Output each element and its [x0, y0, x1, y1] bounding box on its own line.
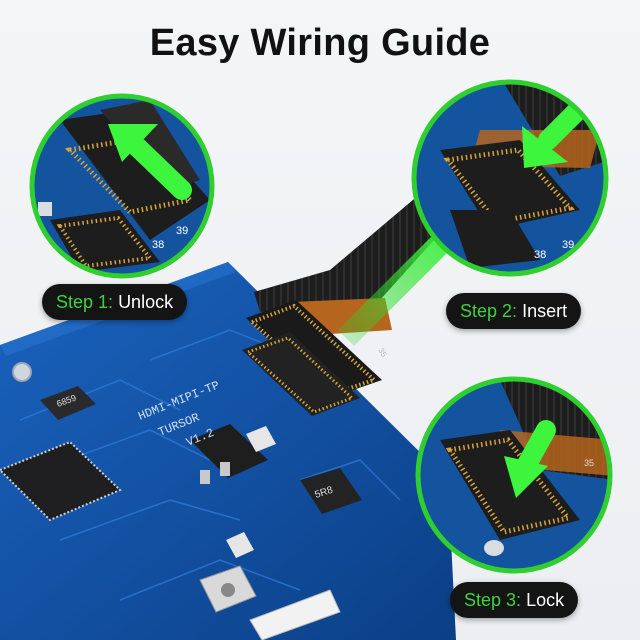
- svg-text:39: 39: [562, 239, 574, 251]
- step-2-label: Step 2: Insert: [446, 293, 582, 329]
- inductor: [300, 468, 362, 514]
- lock-arrow: [504, 456, 548, 498]
- zoom-circle-unlock: 38 39: [29, 93, 215, 279]
- svg-text:39: 39: [176, 225, 188, 237]
- step-1-number: Step 1:: [56, 292, 114, 312]
- fpc-connector: [242, 300, 382, 416]
- svg-text:38: 38: [534, 249, 546, 261]
- ic-6859: [40, 386, 96, 420]
- step-2-action: Insert: [522, 301, 568, 321]
- insert-arrow: [522, 126, 568, 168]
- step-1-action: Unlock: [118, 292, 174, 312]
- step-3-label: Step 3: Lock: [450, 582, 579, 618]
- unlock-arrow: [108, 124, 158, 162]
- step-1-label: Step 1: Unlock: [42, 284, 188, 320]
- svg-text:35: 35: [584, 458, 594, 468]
- step-3-number: Step 3:: [464, 590, 522, 610]
- svg-text:38: 38: [152, 239, 164, 251]
- regulator: [190, 424, 268, 478]
- page-title: Easy Wiring Guide: [149, 22, 491, 64]
- step-2-number: Step 2:: [460, 301, 518, 321]
- zoom-circle-lock: 35: [415, 376, 613, 574]
- zoom-circle-insert: 38 39: [411, 79, 609, 277]
- step-3-action: Lock: [526, 590, 565, 610]
- svg-text:35: 35: [376, 347, 389, 360]
- main-chip: [0, 440, 122, 522]
